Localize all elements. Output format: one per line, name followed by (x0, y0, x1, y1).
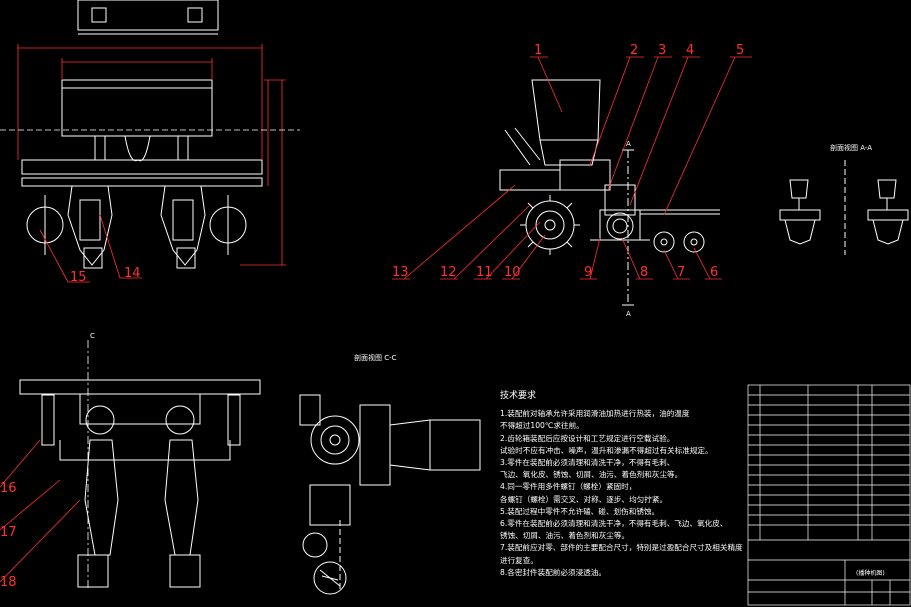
callout-18: 18 (0, 575, 17, 590)
side-view (499, 79, 720, 306)
tech-note-line: 进行复查。 (500, 555, 538, 565)
tech-note-line: 试验时不应有冲击、噪声，温升和渗漏不得超过有关标准规定。 (500, 445, 713, 455)
drawing-name: (播种机图) (856, 569, 885, 577)
tech-note-line: 各螺钉（螺栓）需交叉、对称、逐步、均匀拧紧。 (500, 494, 668, 504)
callout-2: 2 (630, 43, 638, 58)
tech-note-line: 7.装配前应对零、部件的主要配合尺寸，特别是过盈配合尺寸及相关精度 (500, 543, 743, 553)
tech-note-line: 8.各密封件装配前必须浸透油。 (500, 567, 606, 577)
rear-view-callouts (0, 439, 81, 583)
callout-16: 16 (0, 481, 17, 496)
front-view (21, 0, 263, 269)
side-view-callouts (392, 56, 752, 280)
callout-1: 1 (534, 43, 542, 58)
section-a-top: A (626, 140, 631, 148)
callout-3: 3 (658, 43, 666, 58)
callout-7: 7 (677, 265, 685, 280)
tech-note-line: 飞边、氧化皮、锈蚀、切屑、油污、着色剂和灰尘等。 (500, 470, 683, 480)
section-cc-title: 剖面视图 C-C (354, 353, 397, 362)
callout-4: 4 (686, 43, 694, 58)
tech-note-line: 5.装配过程中零件不允许磕、碰、划伤和锈蚀。 (500, 506, 660, 516)
tech-note-line: 2.齿轮箱装配后应按设计和工艺规定进行空载试验。 (500, 433, 675, 443)
section-cc-view (299, 394, 481, 595)
front-view-callouts (39, 214, 142, 283)
callout-5: 5 (736, 43, 744, 58)
callout-17: 17 (0, 525, 17, 540)
callout-8: 8 (640, 265, 648, 280)
title-block (747, 384, 911, 606)
front-view-dimensions (0, 44, 300, 266)
callout-13: 13 (392, 265, 409, 280)
callout-15: 15 (70, 270, 87, 285)
section-aa-title: 剖面视图 A-A (830, 143, 872, 152)
callout-12: 12 (440, 265, 457, 280)
callout-9: 9 (584, 265, 592, 280)
section-c-marker: C (90, 332, 95, 340)
rear-view (19, 379, 261, 588)
callout-11: 11 (476, 265, 493, 280)
tech-note-line: 锈蚀、切屑、油污、着色剂和灰尘等。 (500, 531, 630, 541)
callout-10: 10 (504, 265, 521, 280)
callout-14: 14 (124, 266, 141, 281)
section-aa-view (779, 160, 909, 255)
tech-note-line: 6.零件在装配前必须清理和清洗干净，不得有毛刺、飞边、氧化皮、 (500, 519, 728, 529)
section-a-bottom: A (626, 310, 631, 318)
callout-6: 6 (710, 265, 718, 280)
tech-note-line: 4.同一零件用多件螺钉（螺栓）紧固时， (500, 482, 637, 492)
tech-notes-title: 技术要求 (500, 391, 537, 401)
tech-note-line: 3.零件在装配前必须清理和清洗干净，不得有毛刺、 (500, 458, 675, 468)
tech-note-line: 不得超过100℃求往前。 (500, 421, 584, 431)
tech-note-line: 1.装配前对轴承允许采用润滑油加热进行热装，油的温度 (500, 409, 690, 419)
technical-requirements: 技术要求 1.装配前对轴承允许采用润滑油加热进行热装，油的温度 不得超过100℃… (500, 390, 750, 579)
